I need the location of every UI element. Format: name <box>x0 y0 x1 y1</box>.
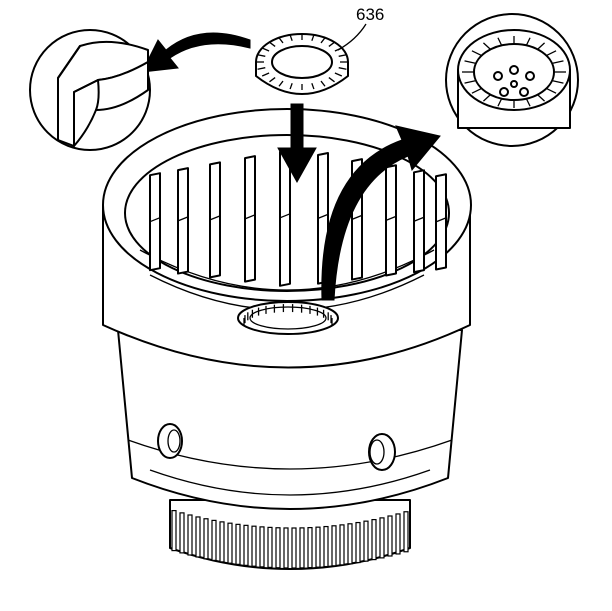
center-hub <box>237 301 339 335</box>
oil-hole-left <box>157 423 183 459</box>
detail-view-ring-profile <box>29 29 151 151</box>
callout-label: 636 <box>356 5 384 24</box>
input-housing <box>102 108 472 570</box>
oil-hole-right <box>368 433 396 471</box>
snap-ring <box>255 33 349 95</box>
detail-view-splined-hub <box>445 13 579 147</box>
bottom-spline-gear <box>169 499 411 570</box>
arrow-to-left-detail <box>141 32 251 73</box>
callout-leader <box>337 23 367 51</box>
install-arrow-down <box>277 103 317 184</box>
arrow-to-right-detail <box>321 125 441 301</box>
